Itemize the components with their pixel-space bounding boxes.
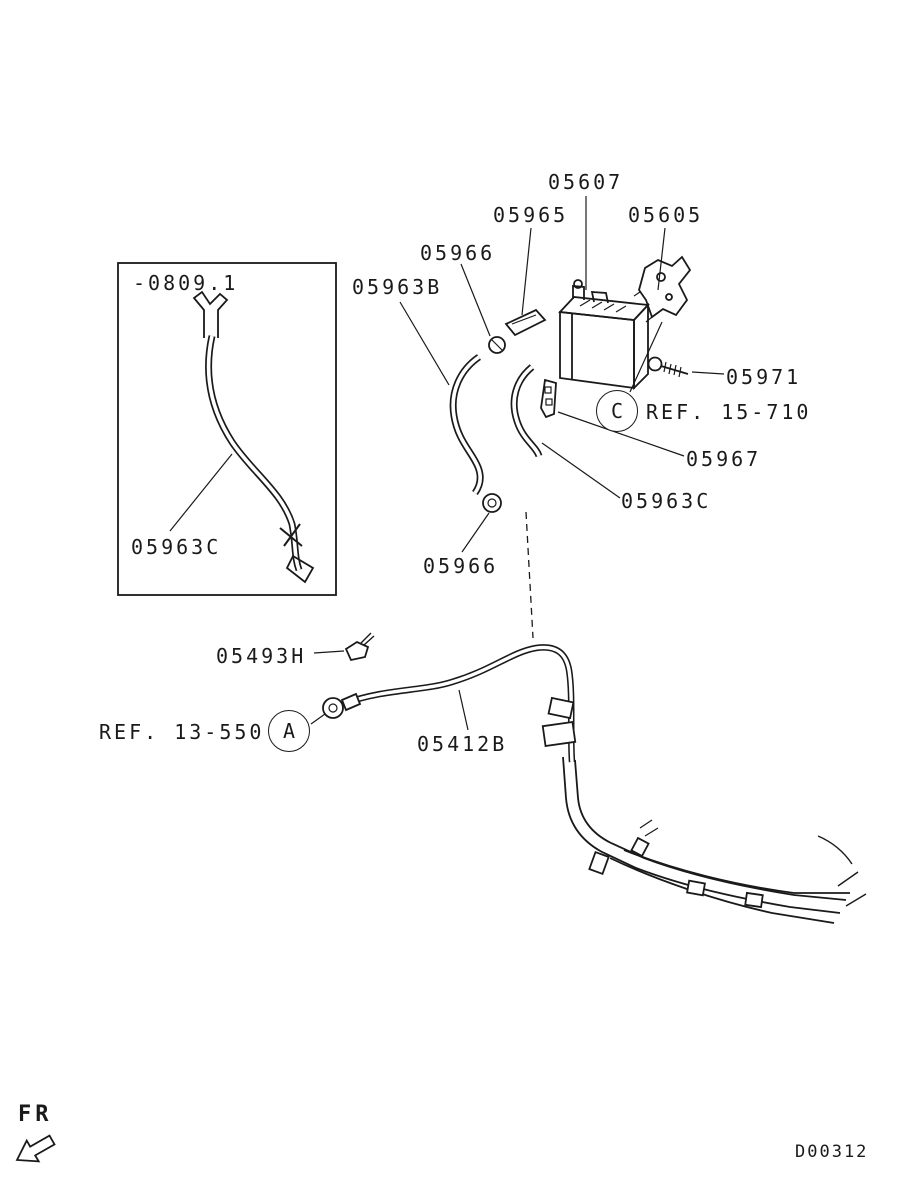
hose-drawings [449, 336, 543, 639]
label-05963B: 05963B [352, 275, 443, 299]
label-05605: 05605 [628, 203, 704, 227]
label-05967: 05967 [686, 447, 762, 471]
label-05966-top: 05966 [420, 241, 496, 265]
label-ref-13-550: REF. 13-550 [99, 720, 265, 744]
label-05412B: 05412B [417, 732, 508, 756]
callout-c: C [596, 390, 638, 432]
fr-arrow-icon [15, 1134, 56, 1163]
label-inset-title: -0809.1 [133, 271, 239, 295]
lower-assembly-drawing [322, 632, 867, 924]
label-05607: 05607 [548, 170, 624, 194]
fr-direction-label: FR [18, 1102, 53, 1127]
canister-drawing [504, 255, 692, 419]
label-05971: 05971 [726, 365, 802, 389]
leader-lines [310, 196, 725, 731]
label-05493H: 05493H [216, 644, 307, 668]
callout-a: A [268, 710, 310, 752]
inset-box-drawing [117, 262, 337, 596]
label-05965: 05965 [493, 203, 569, 227]
label-inset-part: 05963C [131, 535, 222, 559]
label-05966-bottom: 05966 [423, 554, 499, 578]
label-ref-15-710: REF. 15-710 [646, 400, 812, 424]
label-05963C: 05963C [621, 489, 712, 513]
diagram-code: D00312 [795, 1142, 869, 1162]
